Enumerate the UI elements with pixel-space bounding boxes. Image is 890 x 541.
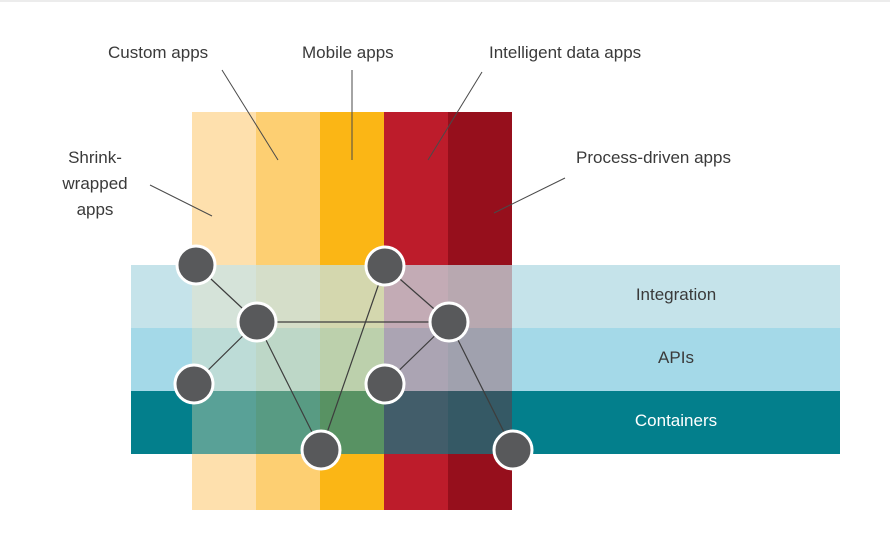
node-apis-left: [173, 363, 215, 405]
leader-intelligent: [427, 71, 483, 161]
label-custom-apps: Custom apps: [108, 43, 209, 62]
node-intelligent: [428, 301, 470, 343]
label-process-driven-apps: Process-driven apps: [576, 148, 731, 167]
leader-shrink: [149, 184, 213, 217]
label-shrink-line3: apps: [76, 200, 114, 219]
band-integration-right: [512, 265, 840, 328]
edge-d-h: [448, 321, 514, 451]
band-label-integration: Integration: [635, 285, 717, 304]
edge-c-f: [320, 265, 386, 451]
label-shrink-line2: wrapped: [62, 174, 128, 193]
label-intelligent-data-apps: Intelligent data apps: [489, 43, 642, 62]
leader-custom: [221, 69, 279, 161]
band-label-containers: Containers: [634, 411, 718, 430]
band-label-apis: APIs: [658, 348, 694, 367]
band-containers-left: [131, 391, 192, 454]
node-containers-mobile: [300, 429, 342, 471]
node-mobile-top: [364, 245, 406, 287]
node-custom: [236, 301, 278, 343]
band-apis-right: [512, 328, 840, 391]
label-shrink-wrapped-apps: Shrink- wrapped apps: [58, 145, 132, 223]
node-process: [492, 429, 534, 471]
node-shrink-wrapped: [175, 244, 217, 286]
node-apis-right: [364, 363, 406, 405]
band-containers-right: [512, 391, 840, 454]
leader-process: [493, 177, 566, 214]
label-mobile-apps: Mobile apps: [302, 43, 394, 62]
label-shrink-line1: Shrink-: [68, 148, 122, 167]
edge-b-f: [256, 321, 322, 451]
